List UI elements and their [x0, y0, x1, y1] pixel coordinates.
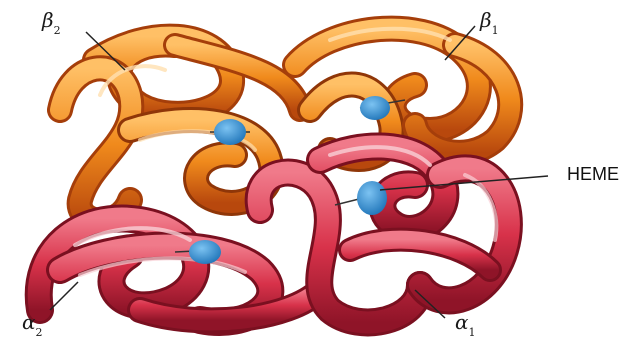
alpha2-subunit — [39, 218, 320, 321]
alpha2-leader-line — [50, 282, 78, 310]
beta2-label: β2 — [42, 10, 61, 34]
heme-group-alpha1 — [335, 181, 387, 215]
heme-label: HEME — [567, 164, 619, 185]
alpha1-label: α1 — [455, 312, 476, 336]
alpha2-label: α2 — [22, 312, 43, 336]
beta1-label: β1 — [480, 10, 499, 34]
